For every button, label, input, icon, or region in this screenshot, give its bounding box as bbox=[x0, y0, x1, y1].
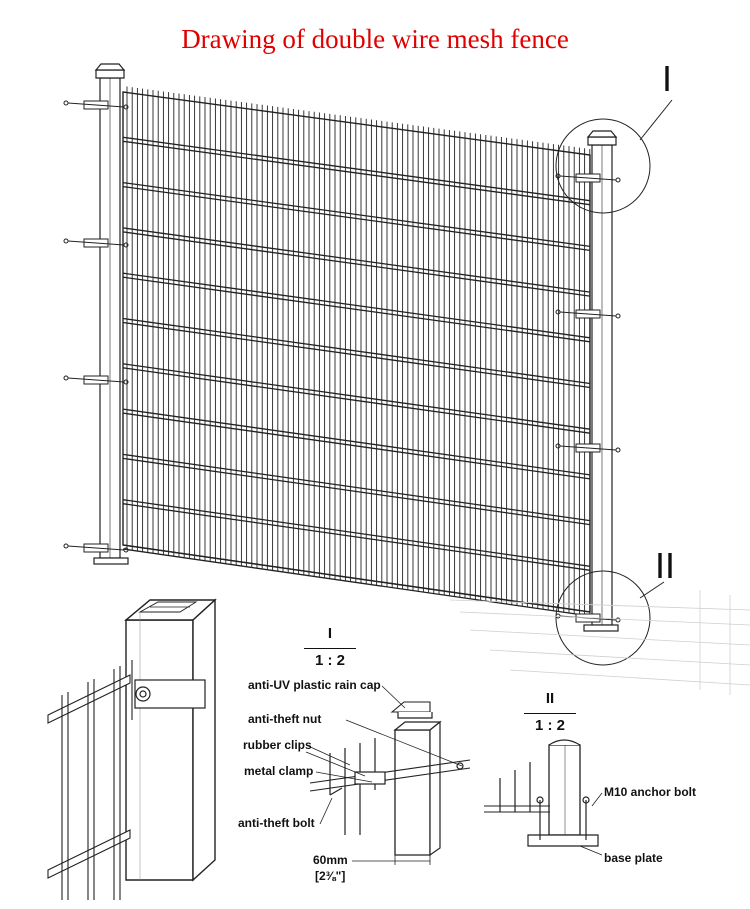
detail-two-marker: II bbox=[545, 690, 555, 707]
closeup-mesh bbox=[47, 660, 133, 900]
horizontal-wire bbox=[122, 503, 591, 571]
clamp-assembly bbox=[63, 375, 129, 385]
horizontal-wire bbox=[122, 412, 591, 480]
label-anchor-bolt: M10 anchor bolt bbox=[604, 785, 697, 799]
label-post-width: 60mm bbox=[313, 853, 348, 867]
detail-marker-two: II bbox=[655, 545, 676, 586]
detail-two-scale: 1 : 2 bbox=[534, 717, 565, 734]
horizontal-wire bbox=[122, 272, 591, 339]
horizontal-wire bbox=[122, 276, 591, 343]
horizontal-wire bbox=[122, 367, 591, 434]
drawing-title: Drawing of double wire mesh fence bbox=[181, 24, 569, 54]
label-base-plate: base plate bbox=[604, 851, 663, 865]
detail-one-marker: I bbox=[327, 625, 333, 642]
horizontal-wire bbox=[122, 136, 591, 202]
label-rubber-clips: rubber clips bbox=[243, 738, 312, 752]
horizontal-wire bbox=[122, 453, 591, 522]
horizontal-wire bbox=[122, 457, 591, 526]
vertical-wires bbox=[126, 86, 591, 616]
horizontal-wire bbox=[122, 499, 591, 567]
clamp-assembly bbox=[63, 543, 129, 553]
detail-circle-two bbox=[555, 570, 651, 666]
detail-one-drawing bbox=[309, 701, 471, 865]
clamp-assembly bbox=[555, 443, 621, 453]
clamp-assembly bbox=[63, 238, 129, 248]
horizontal-wires bbox=[122, 136, 591, 617]
background-fence bbox=[449, 590, 750, 695]
horizontal-wire bbox=[122, 548, 591, 617]
detail-marker-one: I bbox=[662, 58, 673, 99]
clamp-assembly bbox=[555, 309, 621, 319]
horizontal-wire bbox=[122, 363, 591, 430]
horizontal-wire bbox=[122, 544, 591, 613]
clamp-assembly bbox=[63, 100, 129, 110]
closeup-post bbox=[124, 598, 217, 882]
label-metal-clamp: metal clamp bbox=[244, 764, 314, 778]
mesh-panel bbox=[122, 86, 591, 617]
label-rain-cap: anti-UV plastic rain cap bbox=[248, 678, 381, 692]
detail-circle-one bbox=[555, 118, 651, 214]
left-post bbox=[93, 63, 129, 565]
label-post-width-inch: [2⅜"] bbox=[315, 869, 346, 883]
horizontal-wire bbox=[122, 185, 591, 252]
label-anti-theft-bolt: anti-theft bolt bbox=[238, 816, 315, 830]
horizontal-wire bbox=[122, 181, 591, 248]
horizontal-wire bbox=[122, 140, 591, 206]
horizontal-wire bbox=[122, 227, 591, 293]
detail-two-heading: II 1 : 2 bbox=[520, 690, 580, 734]
clamp-assembly bbox=[555, 173, 621, 183]
label-anti-theft-nut: anti-theft nut bbox=[248, 712, 322, 726]
horizontal-wire bbox=[122, 317, 591, 385]
detail-one-scale: 1 : 2 bbox=[314, 652, 345, 669]
detail-one-heading: I 1 : 2 bbox=[300, 625, 360, 669]
horizontal-wire bbox=[122, 231, 591, 297]
right-post bbox=[583, 130, 619, 632]
horizontal-wire bbox=[122, 408, 591, 476]
detail-two-drawing bbox=[484, 739, 599, 847]
horizontal-wire bbox=[122, 321, 591, 389]
